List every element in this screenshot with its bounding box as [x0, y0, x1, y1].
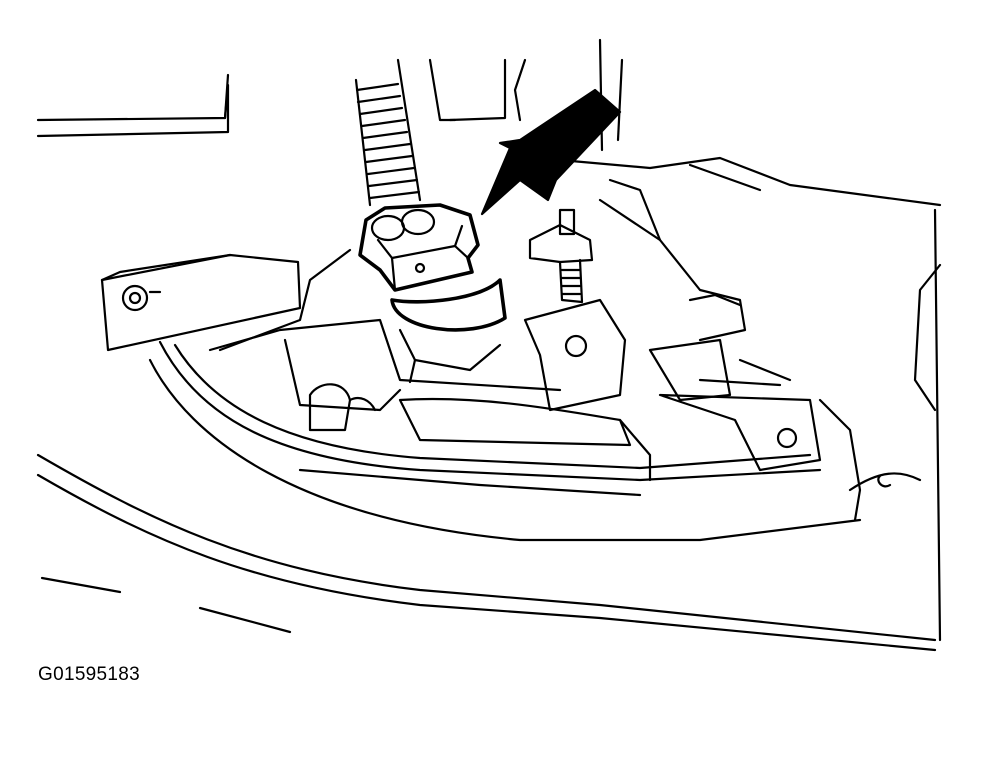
fender-outline	[36, 453, 937, 652]
upper-right-body-panel	[448, 38, 942, 642]
figure-code: G01595183	[38, 664, 141, 685]
mounting-bracket	[100, 253, 302, 352]
headlamp-housing	[148, 248, 862, 542]
electrical-connector	[358, 203, 480, 292]
aiming-adjuster-screw	[523, 178, 747, 412]
upper-left-body-panel	[36, 73, 230, 138]
pointer-arrow	[480, 88, 622, 216]
bulb-socket	[390, 278, 507, 384]
wiring-harness-loom	[354, 58, 457, 207]
